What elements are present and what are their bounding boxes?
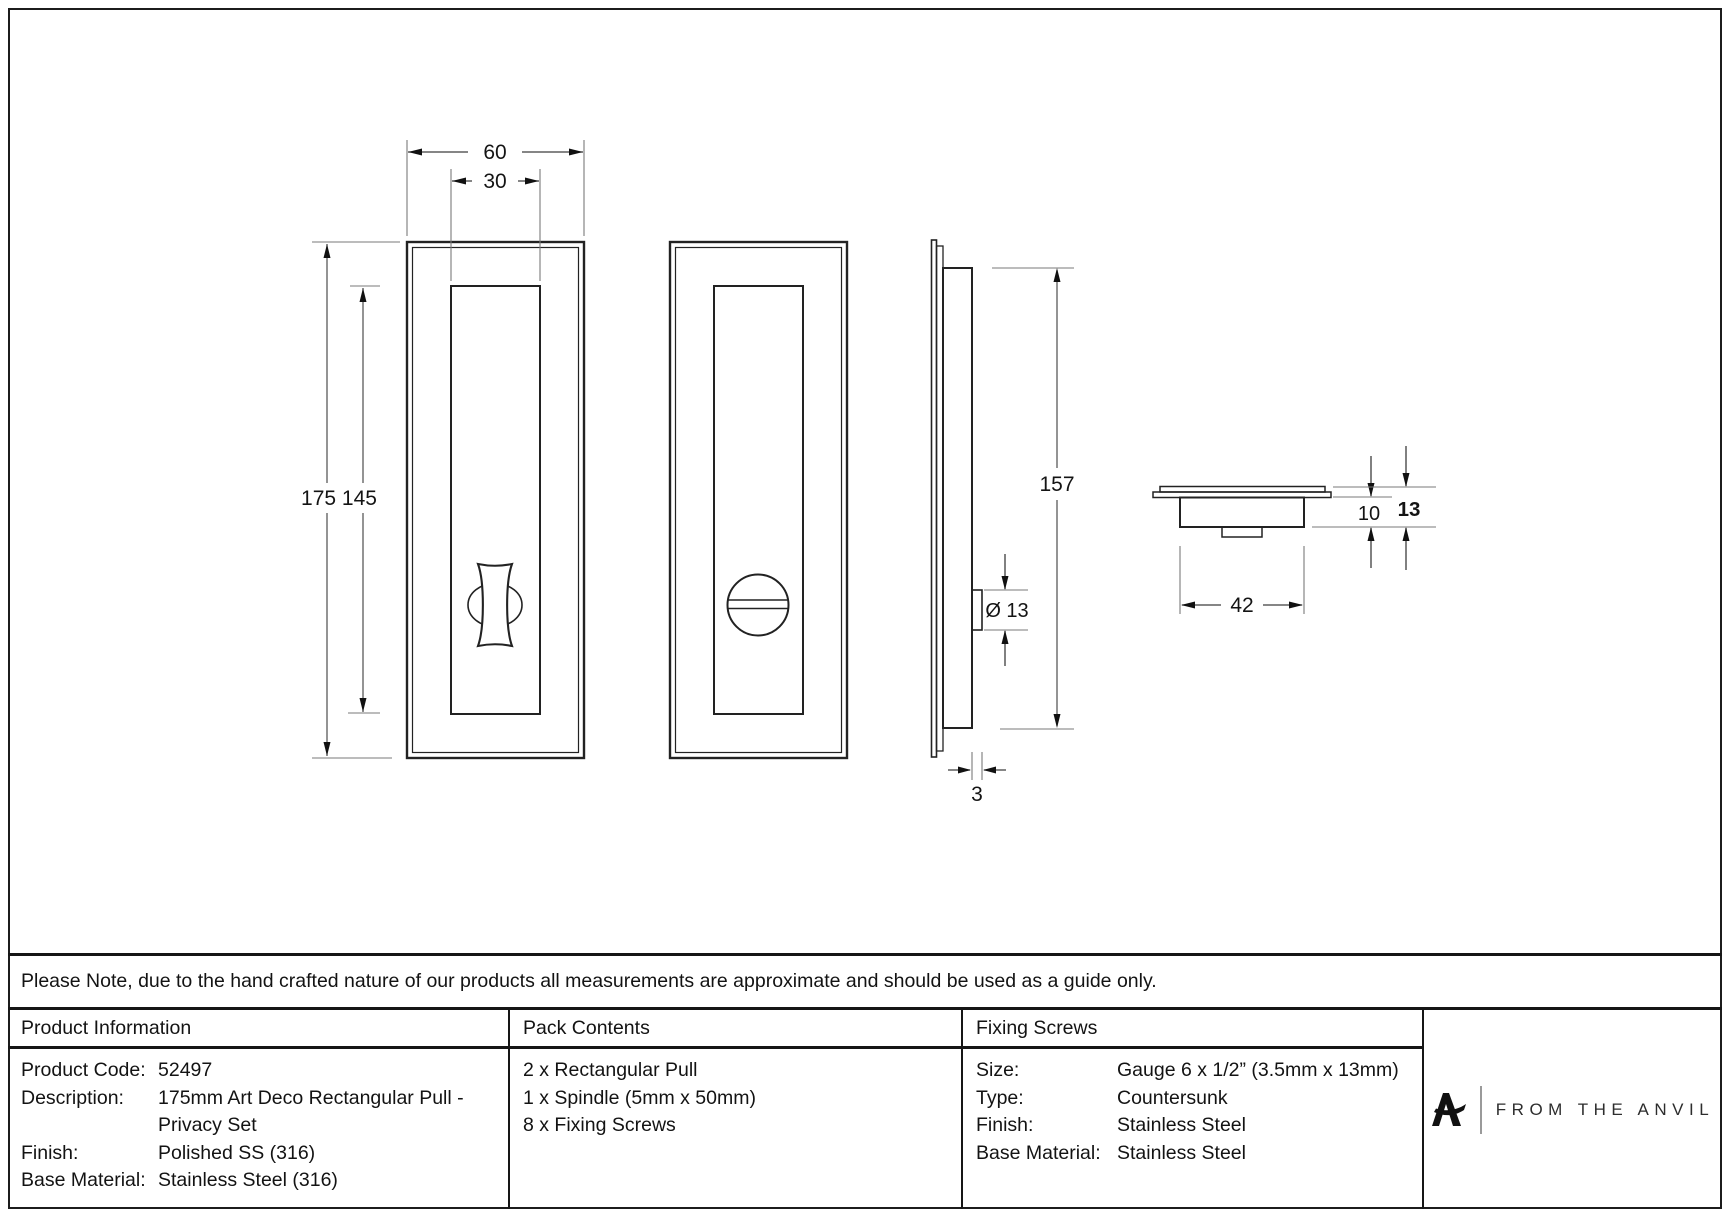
table-row: Finish: Polished SS (316): [21, 1141, 316, 1164]
table-row: Base Material: Stainless Steel (316): [21, 1169, 338, 1191]
spindle-stem: [1221, 526, 1263, 538]
brand-name: FROM THE ANVIL: [1495, 1099, 1715, 1119]
logo-divider: [1479, 1085, 1482, 1134]
table-row: Product Code: 52497: [21, 1059, 213, 1081]
table-row: Type: Countersunk: [976, 1086, 1228, 1109]
header-product-information: Product Information: [8, 1010, 508, 1049]
table-row: Description: 175mm Art Deco Rectangular …: [21, 1086, 464, 1109]
front-view-thumbturn-plate: [405, 240, 586, 760]
dim-heights: 175 145: [292, 241, 400, 759]
header-pack-contents: Pack Contents: [508, 1010, 961, 1049]
note-text: Please Note, due to the hand crafted nat…: [21, 970, 1157, 992]
table-row: Privacy Set: [158, 1114, 257, 1136]
header-fixing-screws: Fixing Screws: [961, 1010, 1422, 1049]
brand-logo-cell: FROM THE ANVIL: [1422, 1010, 1722, 1209]
spec-table: Product Information Pack Contents Fixing…: [8, 1007, 1722, 1209]
table-row: Size: Gauge 6 x 1/2” (3.5mm x 13mm): [976, 1059, 1399, 1081]
cell-pack-contents: 2 x Rectangular Pull 1 x Spindle (5mm x …: [508, 1049, 961, 1209]
spindle-boss: [971, 589, 983, 631]
dim-width-outer: 60: [406, 140, 585, 236]
cell-product-information: Product Code: 52497 Description: 175mm A…: [8, 1049, 508, 1209]
cell-fixing-screws: Size: Gauge 6 x 1/2” (3.5mm x 13mm) Type…: [961, 1049, 1422, 1209]
list-item: 2 x Rectangular Pull: [523, 1059, 698, 1081]
thumbturn-knob: [476, 562, 514, 648]
dim-boss-protrusion: 3: [948, 752, 1006, 806]
dim-label-60: 60: [483, 141, 506, 164]
coin-turn: [726, 573, 790, 637]
dim-label-42: 42: [1230, 594, 1253, 617]
side-view: [930, 239, 983, 758]
measurement-note: Please Note, due to the hand crafted nat…: [8, 953, 1722, 1007]
page-border: [8, 8, 1722, 1209]
top-section-view: [1152, 485, 1332, 538]
dim-label-boss: Ø 13: [985, 600, 1028, 622]
dim-label-30: 30: [483, 170, 506, 193]
dim-label-175-145: 175 145: [301, 487, 377, 510]
front-view-coin-release-plate: [668, 240, 849, 760]
dim-label-3: 3: [971, 783, 983, 806]
list-item: 1 x Spindle (5mm x 50mm): [523, 1086, 756, 1109]
dim-label-13: 13: [1398, 498, 1421, 521]
dim-label-10: 10: [1358, 503, 1380, 525]
table-row: Finish: Stainless Steel: [976, 1114, 1246, 1136]
dim-pocket-width: 42: [1179, 546, 1305, 617]
dim-width-inner: 30: [450, 169, 541, 281]
dim-boss-diameter: Ø 13: [984, 554, 1029, 666]
list-item: 8 x Fixing Screws: [523, 1114, 676, 1136]
dim-body-height: 157: [992, 267, 1086, 730]
dim-label-157: 157: [1039, 473, 1074, 496]
table-row: Base Material: Stainless Steel: [976, 1141, 1246, 1164]
dim-total-depth: 13: [1333, 446, 1436, 570]
technical-drawing: 60 30 175 145: [292, 140, 1436, 806]
anvil-logo-icon: [1431, 1092, 1466, 1126]
